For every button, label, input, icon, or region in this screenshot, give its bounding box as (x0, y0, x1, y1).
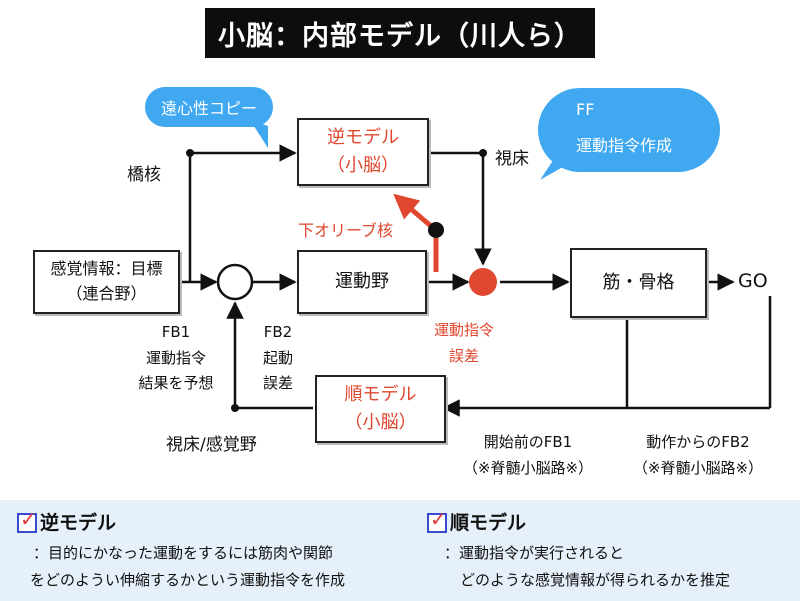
ff-bubble-line1: FF (576, 100, 595, 119)
sensory-info-label: 感覚情報：目標 (50, 259, 163, 279)
arrow-olive-to-inverse (393, 193, 434, 229)
motor-error-label: 運動指令 誤差 (424, 318, 504, 369)
sensory-info-sub: （連合野） (66, 284, 147, 303)
fb1-before-line2: （※脊髄小脳路※） (462, 458, 594, 477)
fb1-label: FB1 運動指令 結果を予想 (128, 320, 224, 397)
inverse-model-label: 逆モデル (327, 127, 399, 149)
forward-model-text-1: ：運動指令が実行されると (444, 544, 625, 562)
inverse-checkbox-icon: ✓ (17, 507, 37, 533)
fb2-after-line1: 動作からのFB2 (646, 433, 750, 451)
fb1-line2: 運動指令 (145, 348, 206, 367)
bubble-left-tail (250, 120, 268, 148)
fb2-line3: 誤差 (262, 374, 293, 392)
fb1-line3: 結果を予想 (138, 374, 214, 392)
fb1-before-label: 開始前のFB1 （※脊髄小脳路※） (448, 430, 608, 481)
forward-checkbox-icon: ✓ (427, 507, 447, 533)
inferior-olive-label: 下オリーブ核 (298, 221, 394, 240)
inverse-model-box: 逆モデル （小脳） (297, 118, 429, 186)
inverse-model-sub: （小脳） (327, 155, 399, 176)
forward-model-sub: （小脳） (344, 412, 417, 433)
fb1-before-line1: 開始前のFB1 (483, 433, 573, 451)
fb2-line1: FB2 (263, 323, 293, 341)
forward-model-label: 順モデル (344, 384, 417, 406)
comparator-circle (216, 263, 254, 301)
forward-model-heading: 順モデル (450, 512, 527, 534)
forward-model-text-2: どのような感覚情報が得られるかを推定 (460, 571, 731, 589)
thalamus-label: 視床 (495, 149, 529, 169)
fb2-after-label: 動作からのFB2 （※脊髄小脳路※） (618, 430, 778, 481)
motor-error-line2: 誤差 (448, 346, 479, 365)
pons-label: 橋核 (127, 165, 161, 185)
muscle-skeleton-box: 筋・骨格 (570, 248, 707, 318)
ff-bubble-line2: 運動指令作成 (576, 136, 673, 155)
forward-model-box: 順モデル （小脳） (315, 375, 446, 443)
title-bar: 小脳：内部モデル（川人ら） (0, 0, 800, 70)
inverse-model-text-1: ：目的にかなった運動をするには筋肉や関節 (33, 544, 334, 562)
fb2-label: FB2 起動 誤差 (250, 320, 306, 397)
explanation-panel: ✓ 逆モデル ：目的にかなった運動をするには筋肉や関節 をどのようい伸縮するかと… (0, 500, 800, 601)
thalamus-sensory-label: 視床/感覚野 (166, 435, 257, 455)
error-node (469, 268, 497, 296)
inverse-model-text-2: をどのようい伸縮するかという運動指令を作成 (30, 571, 346, 589)
inverse-model-heading: 逆モデル (40, 512, 117, 534)
sensory-info-box: 感覚情報：目標 （連合野） (33, 250, 180, 314)
go-label: GO (738, 270, 768, 292)
muscle-skeleton-label: 筋・骨格 (602, 272, 675, 294)
efference-copy-text: 遠心性コピー (160, 99, 257, 118)
fb2-after-line2: （※脊髄小脳路※） (632, 458, 764, 477)
fb2-line2: 起動 (262, 348, 293, 367)
ff-bubble: FF 運動指令作成 (538, 88, 720, 172)
fb1-line1: FB1 (161, 323, 191, 341)
motor-error-line1: 運動指令 (433, 321, 494, 339)
olive-node (428, 222, 444, 238)
motor-area-label: 運動野 (335, 271, 389, 293)
page-title: 小脳：内部モデル（川人ら） (205, 8, 595, 58)
efference-copy-bubble: 遠心性コピー (145, 87, 273, 127)
motor-area-box: 運動野 (297, 250, 427, 314)
